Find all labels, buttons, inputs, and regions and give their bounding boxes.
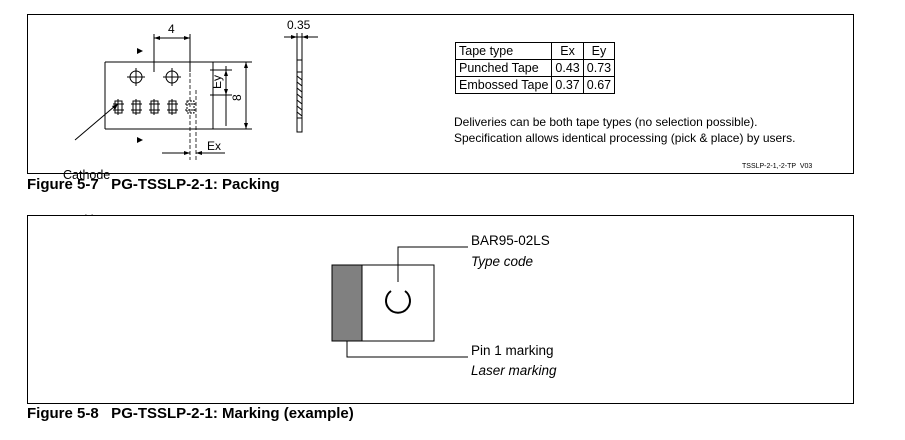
cathode-label-line1: Cathode	[63, 168, 111, 182]
component-pockets	[113, 99, 196, 115]
type-code-label: Type code	[471, 254, 534, 269]
table-row: Embossed Tape 0.37 0.67	[454, 76, 616, 94]
table-header-cell: Tape type	[454, 42, 553, 60]
pitch-label: 4	[168, 22, 175, 36]
type-code-value: BAR95-02LS	[471, 233, 550, 248]
type-code-symbol	[385, 290, 411, 314]
ey-dimension	[210, 66, 232, 126]
table-cell: 0.37	[551, 76, 584, 94]
ey-label: Ey	[210, 75, 224, 89]
delivery-note-line1: Deliveries can be both tape types (no se…	[454, 115, 758, 129]
table-cell: Punched Tape	[454, 59, 553, 77]
cathode-leader	[74, 104, 118, 141]
laser-marking-label: Laser marking	[471, 363, 557, 378]
pin1-band	[331, 264, 363, 342]
ex-dimension	[162, 151, 225, 155]
pin1-marking-label: Pin 1 marking	[471, 343, 554, 358]
sprocket-holes	[127, 68, 181, 86]
tape-side-view	[284, 33, 318, 133]
feed-arrows	[137, 48, 143, 143]
leader-lines	[346, 246, 468, 358]
width-label: 8	[230, 94, 244, 101]
width-dimension	[213, 61, 252, 130]
figure-5-7-caption: Figure 5-7 PG-TSSLP-2-1: Packing	[27, 176, 280, 193]
pitch-dimension	[153, 34, 191, 72]
drawing-code: TSSLP-2-1,-2-TP V03	[742, 163, 813, 170]
thickness-label: 0.35	[287, 18, 311, 32]
packing-figure-box	[27, 14, 854, 174]
tape-type-table: Tape type Ex Ey Punched Tape 0.43 0.73 E…	[454, 42, 616, 94]
table-cell: Embossed Tape	[454, 76, 553, 94]
table-row: Punched Tape 0.43 0.73	[454, 59, 616, 77]
center-lines	[189, 55, 197, 160]
delivery-note-line2: Specification allows identical processin…	[454, 131, 796, 145]
table-header-cell: Ex	[551, 42, 584, 60]
figure-5-8-caption: Figure 5-8 PG-TSSLP-2-1: Marking (exampl…	[27, 405, 354, 422]
ex-label: Ex	[207, 139, 221, 153]
table-cell: 0.67	[582, 76, 616, 94]
